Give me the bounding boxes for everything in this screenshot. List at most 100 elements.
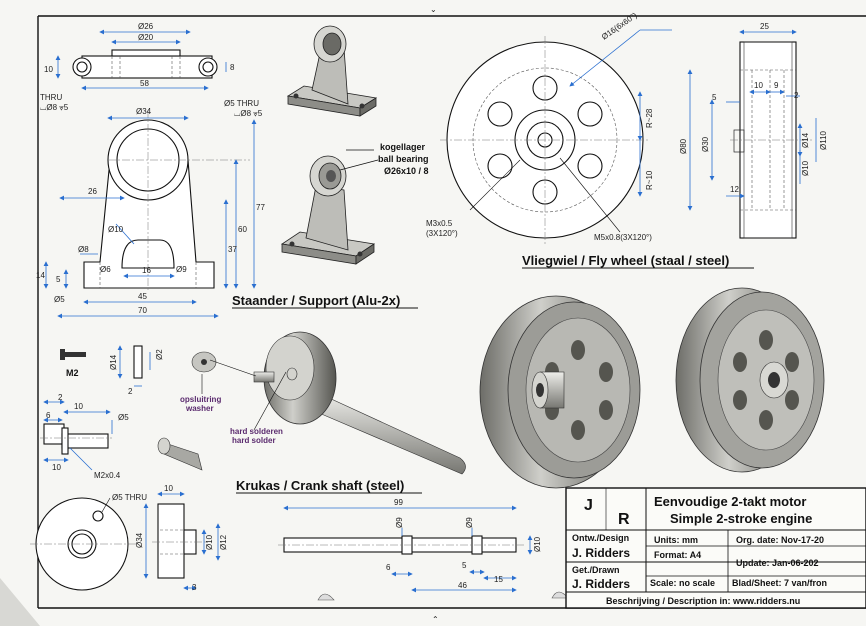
thru-left-label: THRU <box>40 93 62 102</box>
description-link: Beschrijving / Description in: www.ridde… <box>606 596 800 606</box>
fw-dim-9: 9 <box>774 81 779 90</box>
solder-label-en: hard solder <box>232 436 276 445</box>
fw-dim-25: 25 <box>760 22 769 31</box>
shaft-dim-d9b: Ø9 <box>465 517 474 528</box>
scale: Scale: no scale <box>650 578 715 588</box>
flywheel-title: Vliegwiel / Fly wheel (staal / steel) <box>522 253 729 268</box>
bearing-label-nl: kogellager <box>380 142 426 152</box>
dim-58: 58 <box>140 79 149 88</box>
thru-right-sub: ⌴Ø8 ⩔5 <box>234 109 263 118</box>
flywheel-isometric-views <box>479 287 825 489</box>
fw-dim-2: 2 <box>794 91 799 100</box>
bearing-size: Ø26x10 / 8 <box>384 166 429 176</box>
fw-dim-5: 5 <box>712 93 717 102</box>
dim-d20: Ø20 <box>138 33 154 42</box>
dim-d9: Ø9 <box>176 265 187 274</box>
fw-dim-d80: Ø80 <box>679 138 688 154</box>
drawing-name-en: Simple 2-stroke engine <box>670 511 812 526</box>
support-top-view: Ø26 Ø20 58 10 8 THRU ⌴Ø8 ⩔5 Ø5 THRU ⌴Ø8 … <box>40 22 263 118</box>
dim-37: 37 <box>228 245 237 254</box>
shaft-dim-5: 5 <box>462 561 467 570</box>
shaft-dim-46: 46 <box>458 581 467 590</box>
dim-d34: Ø34 <box>136 107 152 116</box>
fw-dim-12: 12 <box>730 185 739 194</box>
update-date: Update: Jan-06-202 <box>736 558 819 568</box>
dim-5: 5 <box>56 275 61 284</box>
thru-right-label: Ø5 THRU <box>224 99 259 108</box>
dim-45: 45 <box>138 292 147 301</box>
fw-dim-m5: M5x0.8(3X120°) <box>594 233 652 242</box>
dim-26: 26 <box>88 187 97 196</box>
fw-dim-m3-sub: (3X120°) <box>426 229 458 238</box>
dim-r10: Ø10 <box>108 225 124 234</box>
disc-dim-d34: Ø34 <box>135 532 144 548</box>
flywheel-side-view: 25 10 9 5 2 Ø80 Ø30 Ø14 Ø110 Ø10 12 <box>679 22 828 239</box>
disc-dim-d5thru: Ø5 THRU <box>112 493 147 502</box>
pin-dim-6: 6 <box>46 411 51 420</box>
shaft-dim-15: 15 <box>494 575 503 584</box>
dim-60: 60 <box>238 225 247 234</box>
pin-dim-10b: 10 <box>52 463 61 472</box>
fw-dim-r28: R~28 <box>645 108 654 128</box>
drawing-name-nl: Eenvoudige 2-takt motor <box>654 494 806 509</box>
fw-dim-d14: Ø14 <box>801 132 810 148</box>
design-name: J. Ridders <box>572 546 630 560</box>
crank-pin-details: Ø14 Ø2 2 2 10 Ø5 6 10 M2x0.4 <box>40 345 164 480</box>
crank-title: Krukas / Crank shaft (steel) <box>236 478 404 493</box>
pin-dim-d14: Ø14 <box>109 354 118 370</box>
fw-dim-d30: Ø30 <box>701 136 710 152</box>
thru-left-sub: ⌴Ø8 ⩔5 <box>40 103 69 112</box>
dim-14: 14 <box>36 271 45 280</box>
bearing-label-en: ball bearing <box>378 154 429 164</box>
dim-8: 8 <box>230 63 235 72</box>
washer-label-nl: opsluitring <box>180 395 221 404</box>
dim-d6: Ø6 <box>100 265 111 274</box>
dim-16: 16 <box>142 266 151 275</box>
shaft-dim-99: 99 <box>394 498 403 507</box>
fw-dim-m3: M3x0.5 <box>426 219 453 228</box>
screw-label: M2 <box>66 368 79 378</box>
format: Format: A4 <box>654 550 701 560</box>
fw-dim-d10: Ø10 <box>801 160 810 176</box>
units: Units: mm <box>654 535 698 545</box>
crank-disc-views: Ø5 THRU 10 Ø34 Ø10 Ø12 3 <box>30 484 228 592</box>
washer-label-en: washer <box>185 404 214 413</box>
shaft-dim-d10: Ø10 <box>533 536 542 552</box>
dim-10: 10 <box>44 65 53 74</box>
fw-dim-d110: Ø110 <box>819 130 828 150</box>
pin-dim-d2: Ø2 <box>155 349 164 360</box>
pin-dim-10: 10 <box>74 402 83 411</box>
fw-dim-10: 10 <box>754 81 763 90</box>
logo-letter-r: R <box>618 511 630 528</box>
dim-d8: Ø8 <box>78 245 89 254</box>
disc-dim-d10: Ø10 <box>205 534 214 550</box>
shaft-dim-d9a: Ø9 <box>395 517 404 528</box>
pin-dim-2: 2 <box>128 387 133 396</box>
title-block: J R Eenvoudige 2-takt motor Simple 2-str… <box>565 487 866 609</box>
dim-d5: Ø5 <box>54 295 65 304</box>
dim-70: 70 <box>138 306 147 315</box>
dim-77: 77 <box>256 203 265 212</box>
pin-dim-2c: 2 <box>58 393 63 402</box>
pin-dim-m2: M2x0.4 <box>94 471 121 480</box>
support-front-view: Ø34 26 77 60 37 Ø10 Ø8 16 Ø6 Ø9 14 5 Ø5 … <box>36 107 418 319</box>
pin-dim-d5: Ø5 <box>118 413 129 422</box>
crank-shaft-side-view: 99 Ø9 Ø9 Ø10 6 46 5 15 <box>278 498 569 601</box>
sheet-number: Blad/Sheet: 7 van/fron <box>732 578 827 588</box>
logo-letter-j: J <box>584 497 593 514</box>
crank-isometric: M2 opsluitring washer hard solderen hard… <box>60 331 466 494</box>
svg-text:⌄: ⌄ <box>430 5 437 14</box>
drawn-label: Get./Drawn <box>572 565 620 575</box>
support-isometric-views: kogellager ball bearing Ø26x10 / 8 <box>280 25 429 265</box>
disc-dim-d12: Ø12 <box>219 534 228 550</box>
shaft-dim-6: 6 <box>386 563 391 572</box>
disc-dim-3: 3 <box>192 583 197 592</box>
flywheel-front-view: Ø16(6x60°) R~28 R~10 M3x0.5 (3X120°) M5x… <box>426 11 754 269</box>
design-label: Ontw./Design <box>572 533 629 543</box>
dim-d26: Ø26 <box>138 22 154 31</box>
support-title: Staander / Support (Alu-2x) <box>232 293 400 308</box>
solder-label-nl: hard solderen <box>230 427 283 436</box>
disc-dim-10: 10 <box>164 484 173 493</box>
drawn-name: J. Ridders <box>572 577 630 591</box>
